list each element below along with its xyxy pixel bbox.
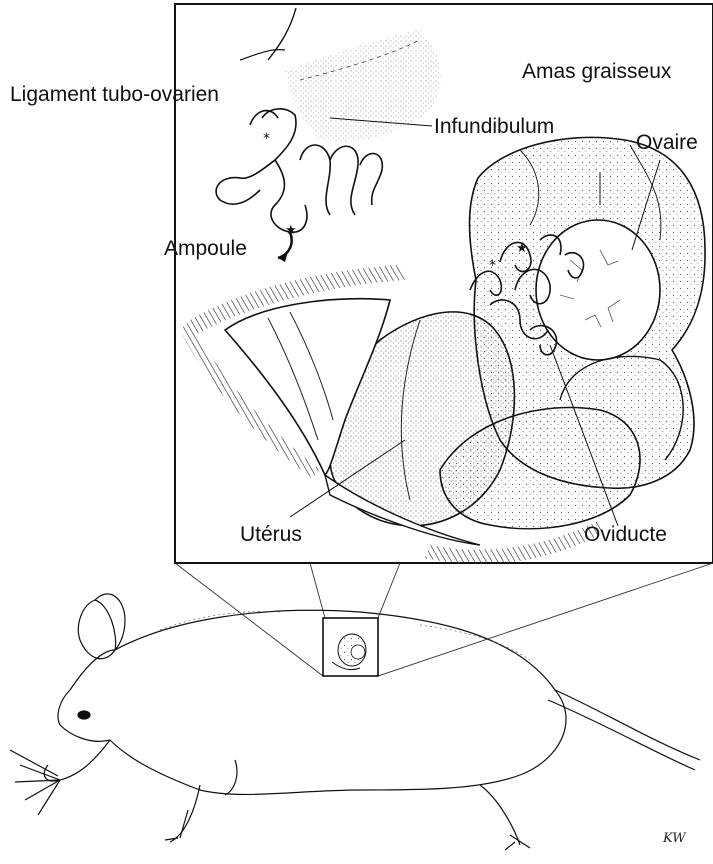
label-ovaire: Ovaire xyxy=(636,132,698,153)
label-ampoule: Ampoule xyxy=(164,238,247,259)
ovary xyxy=(536,220,660,360)
label-oviducte: Oviducte xyxy=(584,524,667,545)
label-uterus: Utérus xyxy=(240,524,302,545)
artist-signature: KW xyxy=(663,832,686,845)
asterisk-marker-detail: * xyxy=(263,131,270,147)
star-marker-detail: ★ xyxy=(285,223,297,238)
star-marker: ★ xyxy=(516,241,528,256)
label-infundibulum: Infundibulum xyxy=(434,116,554,137)
label-amas-graisseux: Amas graisseux xyxy=(522,61,671,82)
label-ligament-tubo-ovarien: Ligament tubo-ovarien xyxy=(10,84,219,105)
zoom-lines xyxy=(175,563,713,676)
asterisk-marker: * xyxy=(489,258,496,274)
